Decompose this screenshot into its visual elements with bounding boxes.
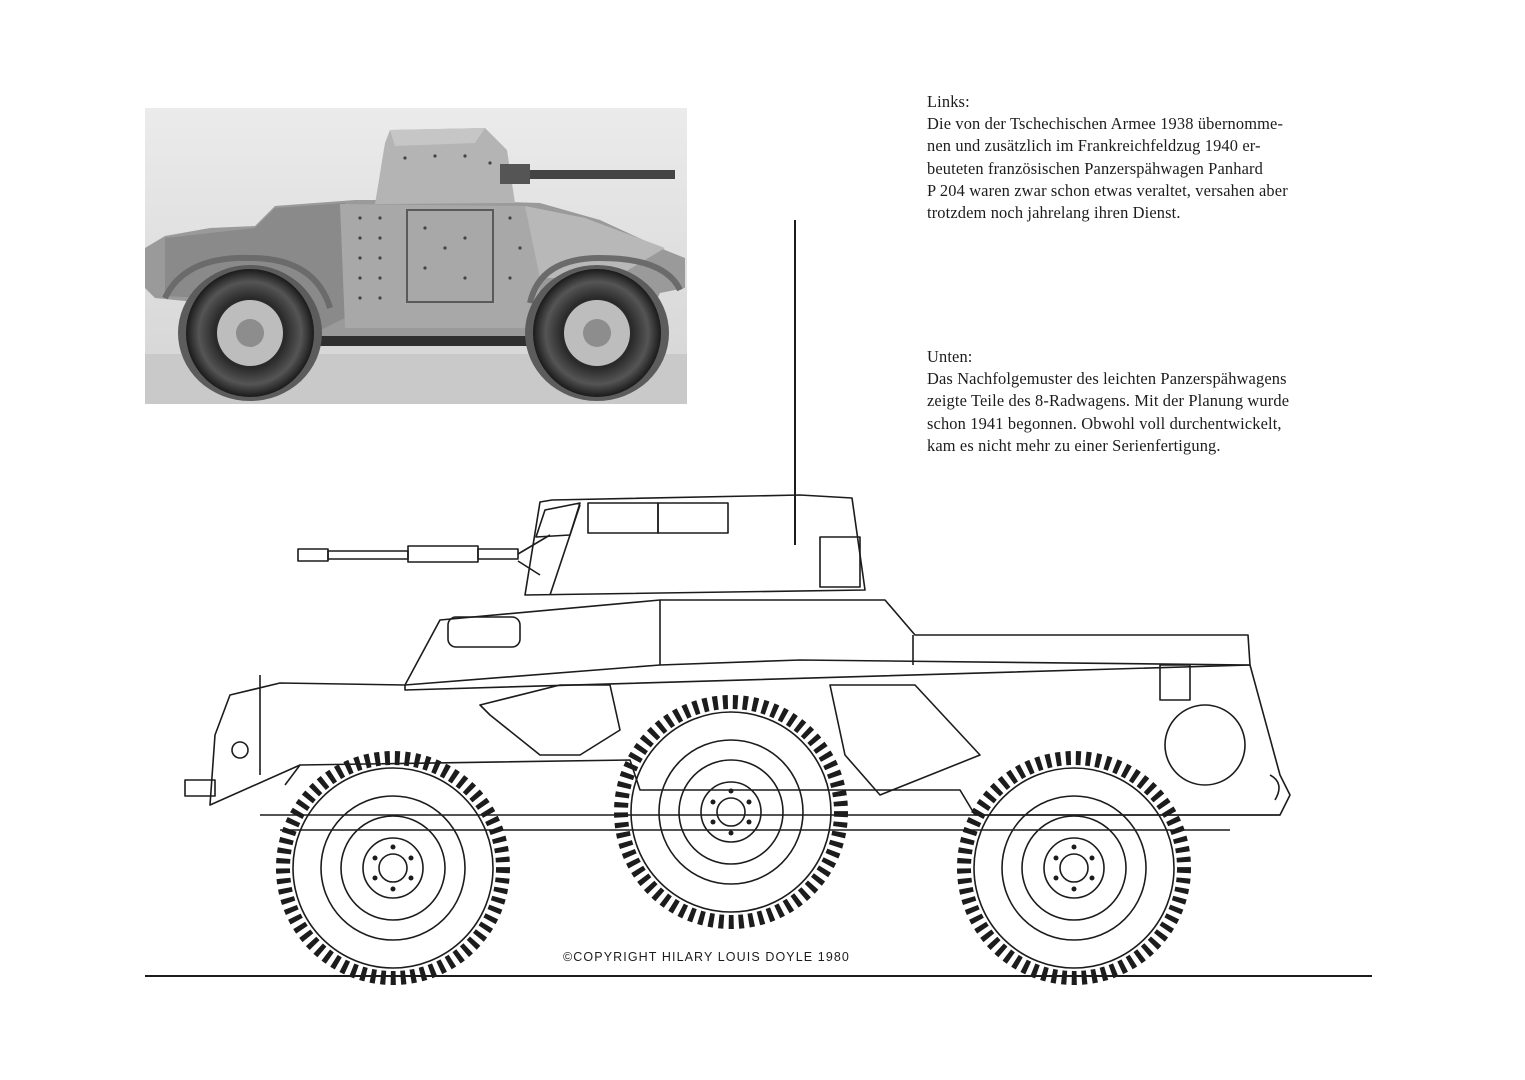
- caption-bottom-drawing: Unten: Das Nachfolgemuster des leichten …: [927, 346, 1377, 457]
- wheel-middle: [614, 695, 848, 929]
- caption-left-photo: Links: Die von der Tschechischen Armee 1…: [927, 91, 1377, 224]
- armoured-car-line-drawing: [145, 220, 1372, 985]
- caption-line: Das Nachfolgemuster des leichten Panzers…: [927, 369, 1287, 389]
- wheel-rear: [957, 751, 1191, 985]
- caption-line: kam es nicht mehr zu einer Serienfertigu…: [927, 435, 1221, 455]
- caption-line: Die von der Tschechischen Armee 1938 übe…: [927, 114, 1284, 134]
- caption-line: beuteten französischen Panzerspähwagen P…: [927, 158, 1263, 178]
- panhard-p204-photo: [145, 108, 687, 404]
- caption-line: zeigte Teile des 8-Radwagens. Mit der Pl…: [927, 391, 1290, 411]
- copyright-notice: ©COPYRIGHT HILARY LOUIS DOYLE 1980: [563, 950, 850, 964]
- caption-line: trotzdem noch jahrelang ihren Dienst.: [927, 203, 1181, 223]
- caption-line: nen und zusätzlich im Frankreichfeldzug …: [927, 136, 1261, 156]
- caption-heading: Unten:: [927, 347, 973, 366]
- caption-line: P 204 waren zwar schon etwas veraltet, v…: [927, 180, 1288, 200]
- wheel-front: [276, 751, 510, 985]
- caption-line: schon 1941 begonnen. Obwohl voll durchen…: [927, 413, 1282, 433]
- caption-heading: Links:: [927, 92, 970, 111]
